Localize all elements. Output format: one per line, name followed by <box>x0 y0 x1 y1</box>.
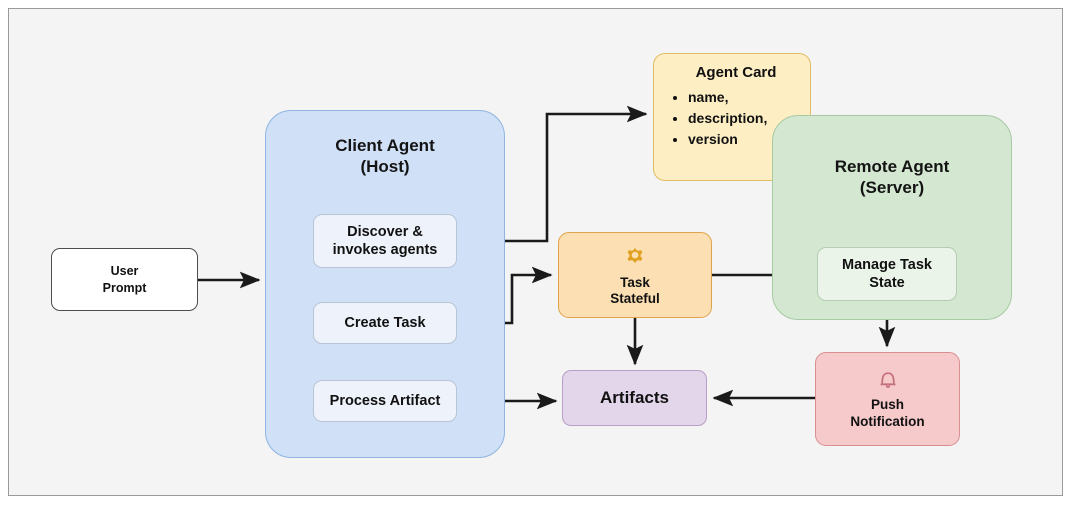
client-agent-container[interactable]: Client Agent (Host) <box>265 110 505 458</box>
agent-card-list: name, description, version <box>668 87 767 150</box>
manage-task-state-line1: Manage Task <box>842 256 932 273</box>
task-stateful-node[interactable]: Task Stateful <box>558 232 712 318</box>
push-notification-line1: Push <box>870 397 904 413</box>
client-agent-title: Client Agent (Host) <box>335 135 434 178</box>
agent-card-title: Agent Card <box>695 64 777 81</box>
manage-task-state-line2: State <box>869 275 905 291</box>
artifacts-node[interactable]: Artifacts <box>562 370 707 426</box>
gear-icon <box>622 242 648 273</box>
agent-card-list-item: description, <box>688 108 767 129</box>
agent-card-list-item: name, <box>688 87 767 108</box>
client-agent-title-line2: (Host) <box>360 157 410 177</box>
bell-icon <box>876 367 900 396</box>
client-agent-title-line1: Client Agent <box>335 136 435 155</box>
user-prompt-line1: User <box>110 263 139 278</box>
discover-box-line2: invokes agents <box>332 242 438 258</box>
task-stateful-line2: Stateful <box>610 291 660 307</box>
create-task-box[interactable]: Create Task <box>313 302 457 344</box>
push-notification-line2: Notification <box>850 413 925 429</box>
manage-task-state-box[interactable]: Manage Task State <box>817 247 957 301</box>
push-notification-node[interactable]: Push Notification <box>815 352 960 446</box>
create-task-box-label: Create Task <box>344 314 426 331</box>
task-stateful-line1: Task <box>620 274 650 290</box>
agent-card-list-item: version <box>688 129 767 150</box>
remote-agent-title: Remote Agent (Server) <box>835 156 950 199</box>
user-prompt-node[interactable]: User Prompt <box>51 248 198 311</box>
discover-box-line1: Discover & <box>347 223 423 240</box>
remote-agent-title-line1: Remote Agent <box>834 157 950 176</box>
remote-agent-title-line2: (Server) <box>859 178 925 198</box>
artifacts-label: Artifacts <box>600 388 669 407</box>
process-artifact-box-label: Process Artifact <box>329 392 441 409</box>
process-artifact-box[interactable]: Process Artifact <box>313 380 457 422</box>
user-prompt-line2: Prompt <box>102 280 147 295</box>
discover-invokes-agents-box[interactable]: Discover & invokes agents <box>313 214 457 268</box>
